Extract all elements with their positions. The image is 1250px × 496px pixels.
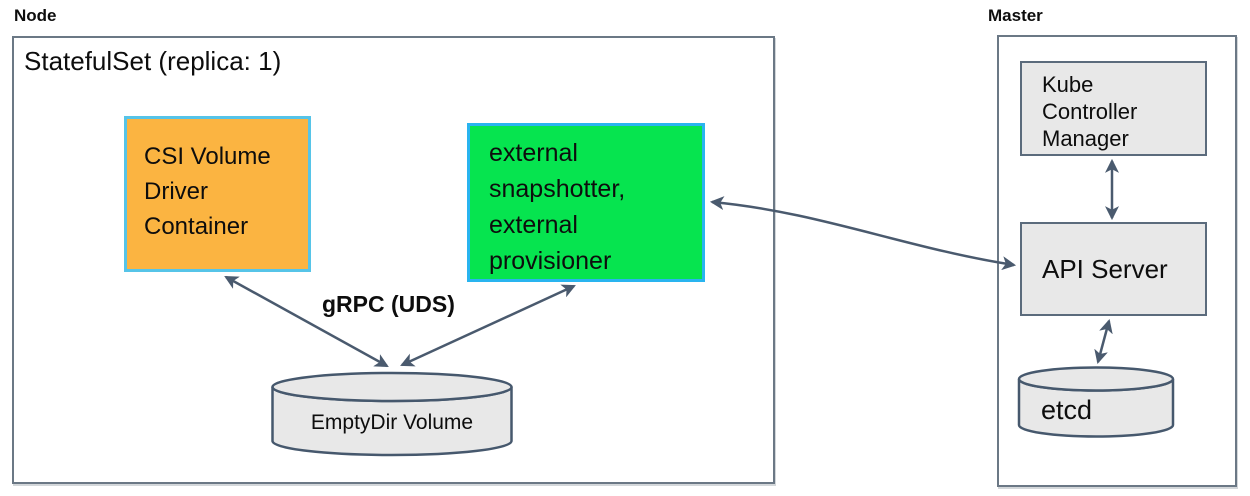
emptydir-volume-label: EmptyDir Volume	[310, 411, 474, 434]
grpc-uds-label: gRPC (UDS)	[322, 291, 455, 317]
csi-box-line: CSI Volume	[144, 143, 271, 170]
kcm-line: Controller	[1042, 99, 1138, 124]
external-box-line: external	[489, 211, 578, 239]
etcd-label: etcd	[1041, 395, 1093, 425]
node-group-label: Node	[14, 6, 57, 25]
api-server-label: API Server	[1042, 253, 1168, 284]
external-box-line: external	[489, 139, 578, 167]
kcm-line: Manager	[1042, 126, 1129, 151]
kcm-line: Kube	[1042, 72, 1094, 97]
csi-volume-driver-container-box: CSI Volume Driver Container	[124, 116, 311, 272]
external-box-line: provisioner	[489, 247, 612, 275]
master-group-label: Master	[988, 6, 1043, 25]
kube-controller-manager-box: Kube Controller Manager	[1020, 61, 1207, 156]
csi-box-line: Driver	[144, 178, 208, 205]
external-box-line: snapshotter,	[489, 175, 626, 203]
statefulset-label: StatefulSet (replica: 1)	[24, 46, 282, 76]
external-snapshotter-provisioner-box: external snapshotter, external provision…	[467, 123, 705, 282]
api-server-box: API Server	[1020, 222, 1207, 316]
csi-box-line: Container	[144, 213, 249, 240]
